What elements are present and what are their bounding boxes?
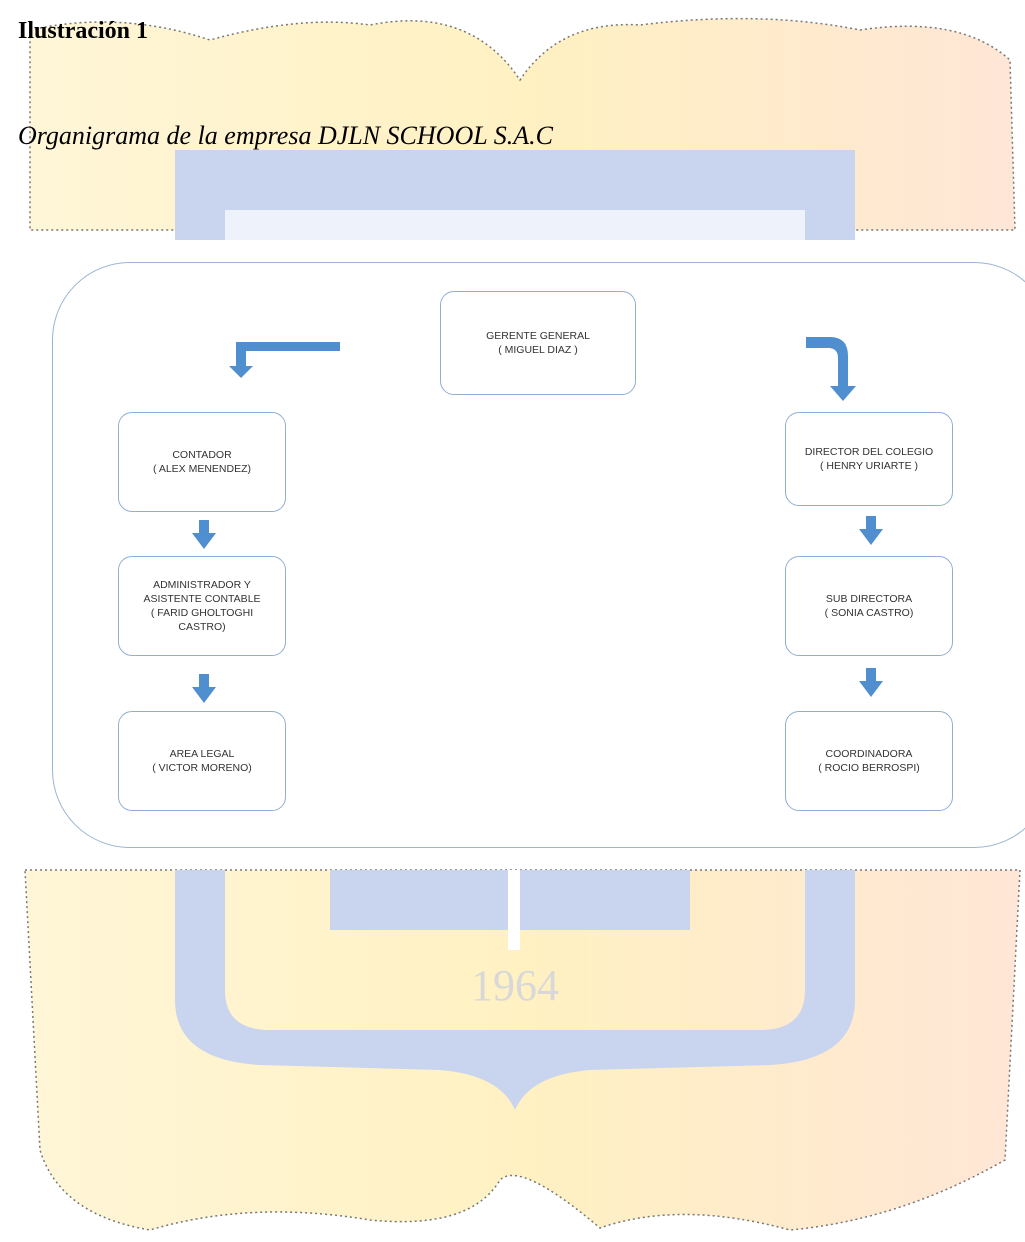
node-title: AREA LEGAL [169, 748, 235, 760]
node-title: GERENTE GENERAL [486, 330, 590, 342]
node-gerente-general: GERENTE GENERAL ( MIGUEL DIAZ ) [440, 291, 636, 395]
seal-shield [175, 870, 855, 1110]
node-title: COORDINADORA [825, 748, 913, 760]
node-coordinadora: COORDINADORA ( ROCIO BERROSPI) [785, 711, 953, 811]
node-title: CONTADOR [172, 449, 232, 461]
node-person: ( MIGUEL DIAZ ) [498, 344, 578, 356]
node-title: SUB DIRECTORA [825, 593, 913, 605]
figure-label: Ilustración 1 [18, 18, 149, 44]
node-title: DIRECTOR DEL COLEGIO [804, 446, 934, 458]
node-director: DIRECTOR DEL COLEGIO ( HENRY URIARTE ) [785, 412, 953, 506]
node-person: ( VICTOR MORENO) [152, 762, 252, 774]
node-title: ADMINISTRADOR Y ASISTENTE CONTABLE [143, 579, 261, 605]
node-person: ( HENRY URIARTE ) [819, 460, 918, 472]
node-person: ( FARID GHOLTOGHI CASTRO) [150, 607, 254, 633]
node-area-legal: AREA LEGAL ( VICTOR MORENO) [118, 711, 286, 811]
node-person: ( ALEX MENENDEZ) [152, 463, 252, 475]
node-sub-directora: SUB DIRECTORA ( SONIA CASTRO) [785, 556, 953, 656]
node-administrador: ADMINISTRADOR Y ASISTENTE CONTABLE( FARI… [118, 556, 286, 656]
node-person: ( ROCIO BERROSPI) [818, 762, 920, 774]
seal-year: 1964 [471, 961, 559, 1010]
node-person: ( SONIA CASTRO) [824, 607, 914, 619]
figure-caption: Organigrama de la empresa DJLN SCHOOL S.… [18, 121, 553, 150]
node-contador: CONTADOR ( ALEX MENENDEZ) [118, 412, 286, 512]
